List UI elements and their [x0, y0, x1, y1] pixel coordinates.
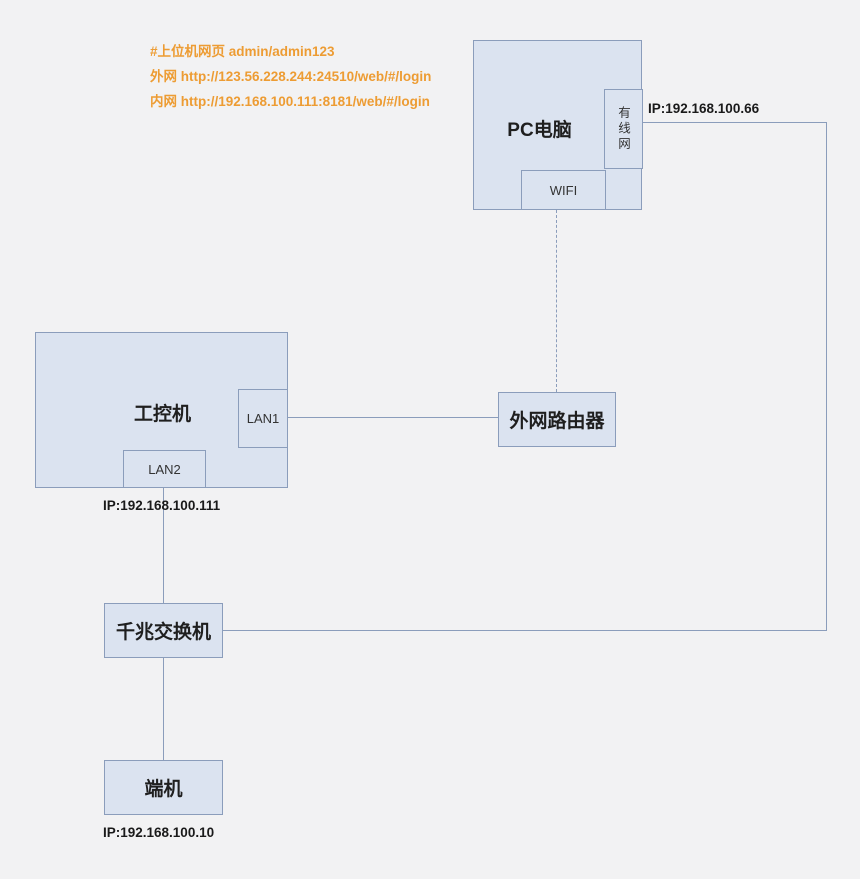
connector-switch-terminal: [163, 658, 164, 760]
industrial-pc-label: 工控机: [133, 404, 191, 425]
connector-lan1-router: [288, 417, 498, 418]
terminal-ip-label: IP:192.168.100.10: [103, 825, 215, 840]
pc-wired-port: 有线网: [604, 89, 643, 169]
pc-wifi-port-label: WIFI: [549, 182, 578, 198]
pc-wifi-port: WIFI: [521, 170, 606, 210]
connector-lan2-switch: [163, 488, 164, 603]
pc-ip-label: IP:192.168.100.66: [648, 101, 760, 116]
switch-label: 千兆交换机: [115, 622, 211, 643]
node-router: 外网路由器: [498, 392, 616, 447]
node-industrial-pc: 工控机 LAN1 LAN2: [35, 332, 288, 488]
router-label: 外网路由器: [509, 411, 605, 432]
annotation-internal-url: 内网 http://192.168.100.111:8181/web/#/log…: [150, 94, 430, 109]
terminal-label: 端机: [144, 779, 183, 800]
pc-wired-port-label: 有线网: [616, 105, 630, 153]
annotation-credentials: #上位机网页 admin/admin123: [150, 44, 335, 59]
connector-pc-wired-segment-right: [826, 122, 827, 631]
pc-label: PC电脑: [507, 120, 572, 141]
industrial-pc-lan1-port: LAN1: [238, 389, 288, 448]
connector-wifi-router: [556, 210, 557, 392]
industrial-pc-lan2-label: LAN2: [148, 461, 181, 477]
industrial-pc-lan1-label: LAN1: [246, 411, 280, 426]
industrial-pc-lan2-port: LAN2: [123, 450, 206, 488]
connector-pc-wired-segment-top: [642, 122, 827, 123]
node-switch: 千兆交换机: [104, 603, 223, 658]
node-pc: PC电脑 有线网 WIFI: [473, 40, 643, 210]
node-terminal: 端机: [104, 760, 223, 815]
annotation-external-url: 外网 http://123.56.228.244:24510/web/#/log…: [150, 69, 432, 84]
industrial-pc-ip-label: IP:192.168.100.111: [103, 498, 221, 513]
connector-pc-wired-segment-bottom: [223, 630, 827, 631]
